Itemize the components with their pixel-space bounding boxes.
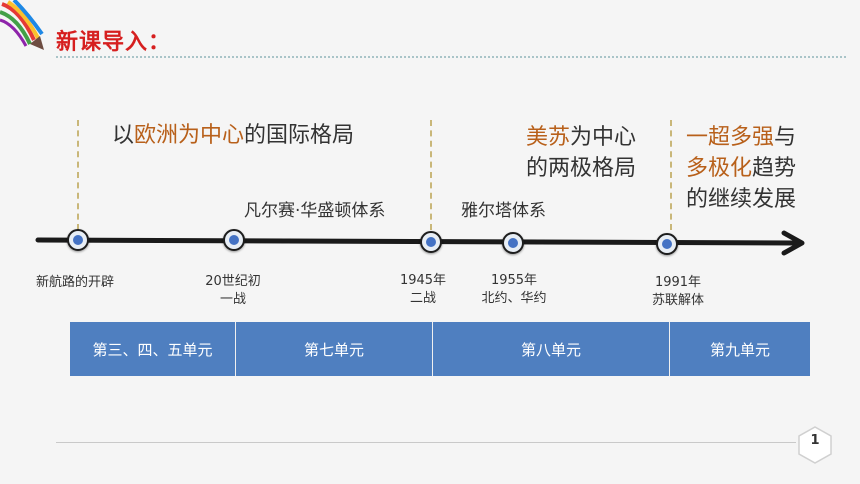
timeline-node-1955 (502, 232, 524, 254)
event-label-1991: 1991年 苏联解体 (638, 274, 718, 310)
event-line1: 1991年 (654, 275, 702, 290)
timeline-node-1945 (420, 231, 442, 253)
europe-centered-heading: 以欧洲为中心的国际格局 (112, 120, 354, 151)
timeline-arrow-icon (781, 230, 805, 256)
colored-pencils-logo-icon (0, 0, 44, 50)
guide-line-1 (77, 120, 79, 230)
page-number: 1 (810, 433, 820, 448)
event-line1: 20世纪初 (205, 274, 261, 289)
bipolar-heading: 美苏为中心 的两极格局 (526, 122, 636, 184)
bipolar-heading-line1-rest: 为中心 (570, 125, 637, 150)
versailles-washington-system-label: 凡尔赛·华盛顿体系 (244, 201, 386, 221)
yalta-system-label: 雅尔塔体系 (461, 201, 546, 221)
page-badge-icon (798, 426, 832, 464)
event-line2: 一战 (219, 292, 246, 307)
multipolar-heading-line3: 的继续发展 (686, 187, 797, 212)
unit-bar: 第三、四、五单元 第七单元 第八单元 第九单元 (70, 322, 810, 376)
unit-cell-7[interactable]: 第七单元 (236, 322, 433, 376)
event-line1: 1955年 (490, 273, 538, 288)
bipolar-heading-line1: 美苏为中心 (526, 122, 636, 153)
multipolar-heading-emphasis1: 一超多强 (686, 125, 775, 150)
slide-title: 新课导入： (56, 30, 172, 55)
event-line1: 1945年 (399, 273, 447, 288)
guide-line-3 (670, 120, 672, 230)
event-label-early-20th-century: 20世纪初 一战 (196, 273, 270, 309)
europe-heading-prefix: 以 (112, 123, 135, 148)
multipolar-heading-emphasis2: 多极化 (686, 156, 753, 181)
event-label-new-sea-route: 新航路的开辟 (36, 274, 114, 292)
event-label-1945: 1945年 二战 (392, 272, 454, 308)
event-line2: 二战 (409, 291, 436, 306)
bipolar-heading-emphasis: 美苏 (526, 125, 571, 150)
multipolar-heading-line1: 一超多强与 (686, 122, 796, 153)
timeline-node-new-sea-route (67, 229, 89, 251)
bipolar-heading-line2: 的两极格局 (526, 156, 637, 181)
europe-heading-emphasis: 欧洲为中心 (134, 123, 245, 148)
multipolar-heading: 一超多强与 多极化趋势 的继续发展 (686, 122, 796, 215)
footer-divider (56, 442, 796, 443)
unit-cell-9[interactable]: 第九单元 (670, 322, 810, 376)
timeline-node-early-20th-century (223, 229, 245, 251)
multipolar-heading-line2: 多极化趋势 (686, 153, 796, 184)
title-divider (56, 56, 846, 58)
europe-heading-suffix: 的国际格局 (244, 123, 355, 148)
event-line2: 苏联解体 (651, 293, 704, 308)
guide-line-2 (430, 120, 432, 230)
timeline-node-1991 (656, 233, 678, 255)
unit-cell-8[interactable]: 第八单元 (433, 322, 670, 376)
event-line2: 北约、华约 (481, 291, 547, 306)
multipolar-heading-line1-rest: 与 (774, 125, 797, 150)
event-label-1955: 1955年 北约、华约 (470, 272, 558, 308)
event-line1: 新航路的开辟 (36, 275, 115, 290)
unit-cell-3-4-5[interactable]: 第三、四、五单元 (70, 322, 236, 376)
multipolar-heading-line2-rest: 趋势 (752, 156, 797, 181)
